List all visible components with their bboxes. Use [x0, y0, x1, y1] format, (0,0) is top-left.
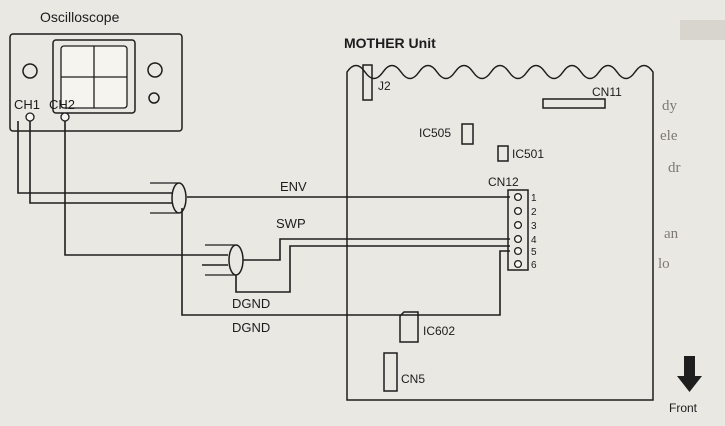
oscilloscope-body: [9, 33, 183, 132]
cn12-pins: [513, 192, 523, 269]
ic501-chip: [497, 145, 509, 162]
front-indicator: Front: [669, 356, 702, 415]
env-probe-connector: [171, 182, 187, 214]
ic602-chip: [399, 311, 419, 343]
cn11-label: CN11: [592, 85, 622, 99]
mother-unit-title: MOTHER Unit: [344, 35, 436, 51]
svg-text:dr: dr: [668, 160, 681, 176]
cn12-pin-number: 3: [531, 221, 537, 232]
ch2-label: CH2: [49, 97, 75, 112]
cn12-pin-number: 6: [531, 260, 537, 271]
dgnd-label-2: DGND: [232, 320, 270, 335]
swp-probe-connector: [228, 244, 244, 276]
ic602-label: IC602: [423, 324, 455, 338]
cn12-pin: [513, 246, 523, 256]
mother-unit: MOTHER Unit J2 CN11 IC505 IC501 CN12 1 2…: [344, 35, 654, 401]
cn12-pin-number: 4: [531, 235, 537, 246]
oscilloscope-title: Oscilloscope: [40, 9, 120, 25]
oscilloscope-knob-bottom-right: [148, 92, 160, 104]
svg-text:lo: lo: [658, 256, 670, 272]
cn12-pin: [513, 220, 523, 230]
oscilloscope: Oscilloscope CH1 CH2: [9, 9, 183, 132]
cn5-label: CN5: [401, 372, 425, 386]
ch2-terminal: [60, 112, 70, 122]
cn12-pin: [513, 234, 523, 244]
cn12-pin-number: 2: [531, 207, 537, 218]
svg-text:ele: ele: [660, 128, 678, 144]
svg-text:an: an: [664, 226, 679, 242]
front-label: Front: [669, 401, 698, 415]
cn11-connector: [542, 98, 606, 109]
j2-label: J2: [378, 79, 391, 93]
svg-text:dy: dy: [662, 98, 678, 114]
cn12-pin: [513, 259, 523, 269]
oscilloscope-screen-frame: [52, 39, 136, 114]
cn12-pin-number: 5: [531, 247, 537, 258]
ic505-label: IC505: [419, 126, 451, 140]
ic505-chip: [461, 123, 474, 145]
background-bleed: dy ele dr an lo: [658, 20, 725, 272]
swp-label: SWP: [276, 216, 306, 231]
env-label: ENV: [280, 179, 307, 194]
down-arrow-icon: [677, 356, 702, 392]
ch1-terminal: [25, 112, 35, 122]
cn5-connector: [383, 352, 398, 392]
cn12-pin: [513, 192, 523, 202]
probe-wiring: [17, 121, 510, 316]
cn12-connector: [507, 189, 529, 271]
cn12-pin-number: 1: [531, 193, 537, 204]
oscilloscope-knob-top-right: [147, 62, 163, 78]
oscilloscope-knob-left: [22, 63, 38, 79]
dgnd-label-1: DGND: [232, 296, 270, 311]
j2-connector: [362, 64, 373, 101]
mother-unit-board: [346, 64, 654, 401]
ic501-label: IC501: [512, 147, 544, 161]
ch1-label: CH1: [14, 97, 40, 112]
cn12-label: CN12: [488, 175, 519, 189]
cn12-pin: [513, 206, 523, 216]
